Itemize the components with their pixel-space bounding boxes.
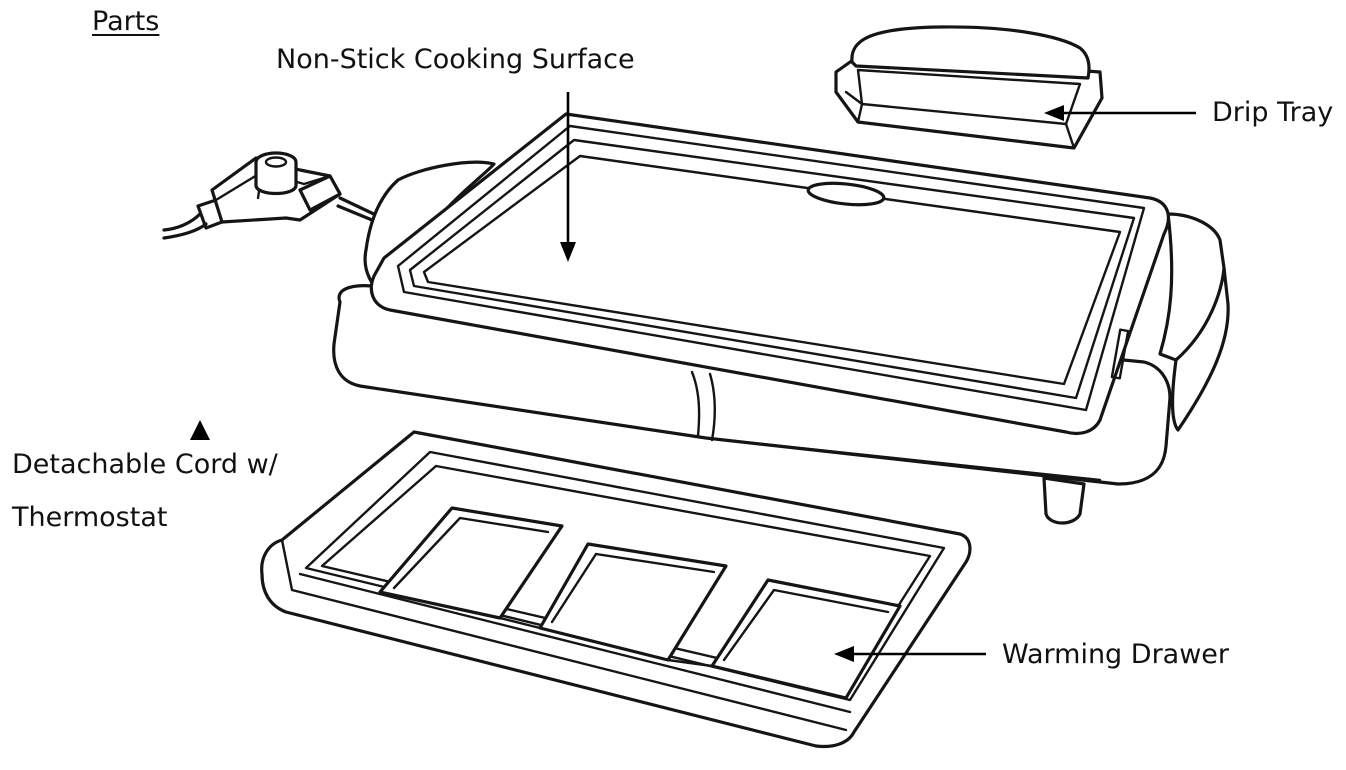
arrow-drip-tray (1044, 105, 1196, 121)
detachable-cord-label-line2: Thermostat (12, 502, 168, 533)
griddle-illustration (332, 112, 1230, 525)
warming-drawer-label: Warming Drawer (1002, 639, 1230, 670)
cord-thermostat-illustration (162, 151, 382, 240)
warming-drawer-illustration (260, 430, 972, 749)
non-stick-surface-label: Non-Stick Cooking Surface (276, 44, 635, 75)
arrow-cord (190, 420, 210, 440)
drip-tray-label: Drip Tray (1212, 97, 1334, 128)
detachable-cord-label: Detachable Cord w/ Thermostat (12, 438, 278, 544)
arrow-surface (560, 92, 576, 262)
drip-tray-illustration (834, 25, 1104, 150)
parts-heading: Parts (92, 6, 160, 37)
detachable-cord-label-line1: Detachable Cord w/ (12, 449, 278, 480)
arrow-drawer (834, 646, 986, 662)
